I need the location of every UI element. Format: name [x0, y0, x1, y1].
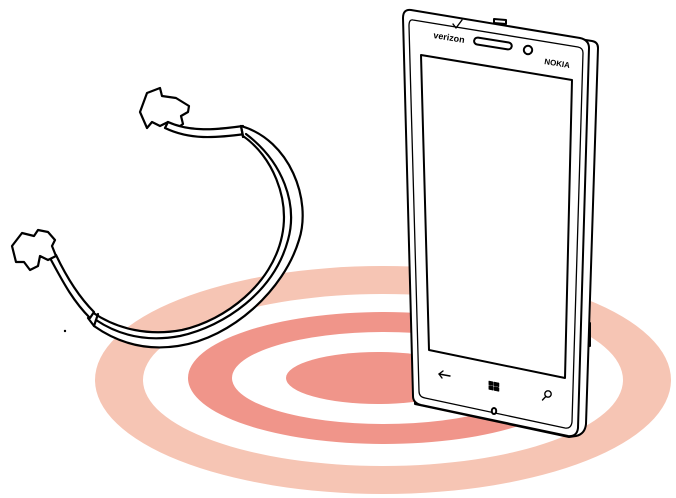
phone-screen: [421, 55, 572, 378]
bottom-earpiece: [12, 230, 56, 270]
headset: [12, 88, 303, 347]
smartphone: verizon NOKIA: [403, 10, 598, 437]
front-camera: [524, 46, 532, 54]
microphone: [492, 408, 496, 414]
top-wire: [165, 122, 245, 137]
stray-dot: [64, 330, 66, 332]
top-earpiece: [140, 88, 189, 128]
bottom-wire: [50, 255, 94, 318]
